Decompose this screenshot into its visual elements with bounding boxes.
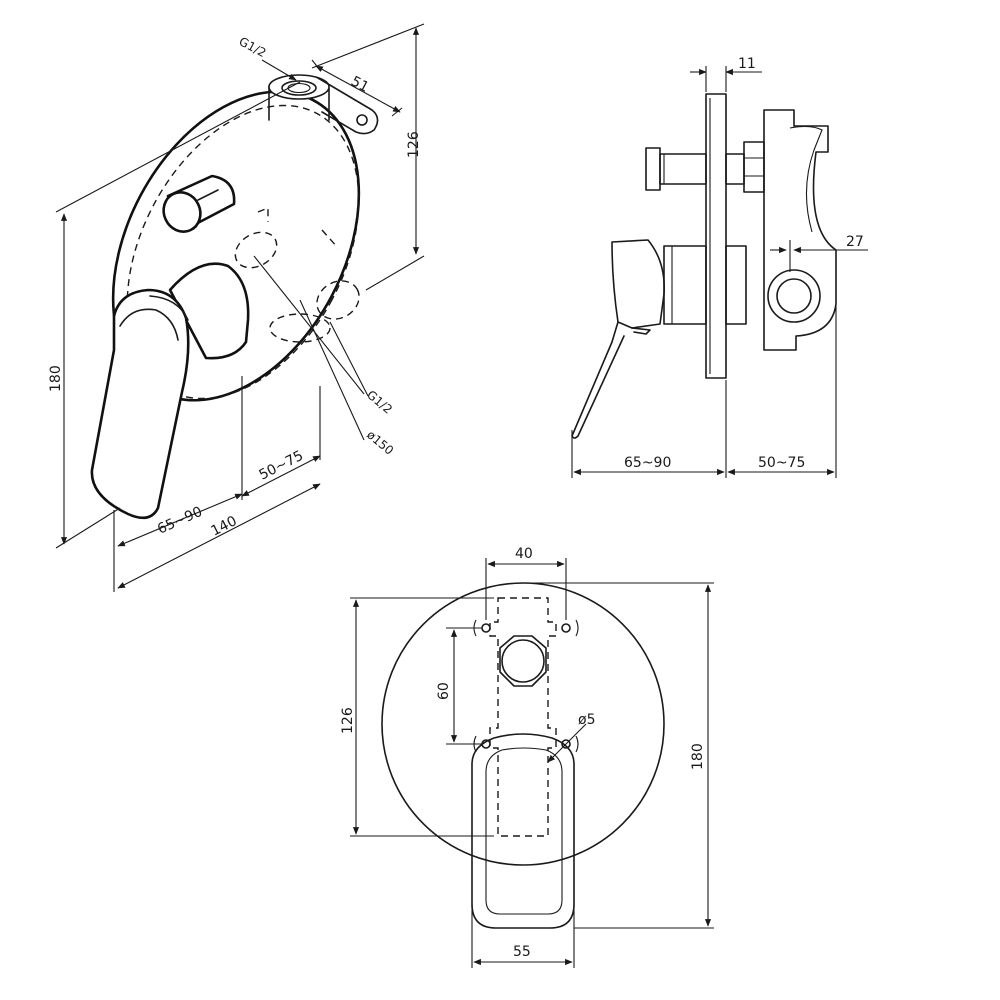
iso-dia-150-label: ø150: [364, 428, 396, 458]
side-dim-11-label: 11: [738, 56, 756, 72]
iso-dim-126: 126: [311, 23, 425, 291]
iso-lever-handle: [90, 262, 250, 520]
iso-dim-126-label: 126: [406, 131, 422, 158]
iso-dim-51-label: 51: [348, 73, 371, 95]
front-lever: [471, 733, 575, 929]
front-dim-180-label: 180: [690, 743, 706, 770]
front-dia-5-label: ø5: [578, 712, 595, 728]
front-valve-body-hidden: [489, 597, 557, 837]
front-dim-40: 40: [485, 546, 567, 620]
side-plate: [705, 93, 727, 379]
front-dim-55: 55: [471, 904, 575, 968]
iso-dim-65-90-label: 65~90: [155, 504, 205, 538]
iso-dim-50-75-label: 50~75: [257, 448, 306, 484]
iso-dim-51: 51: [311, 59, 403, 117]
iso-outlet-right: [316, 280, 360, 320]
front-escutcheon-plate: [381, 582, 665, 866]
front-dim-180: 180: [523, 582, 714, 929]
side-dim-11: 11: [690, 56, 762, 92]
iso-outlet-upper: [234, 231, 278, 269]
front-dim-126-label: 126: [340, 707, 356, 734]
iso-dim-180-label: 180: [48, 365, 64, 392]
iso-thread-top-label: G1/2: [237, 34, 269, 60]
front-dia-5: ø5: [547, 712, 595, 763]
iso-thread-side-label: G1/2: [364, 388, 395, 417]
side-dim-bottom: 65~90 50~75: [571, 306, 837, 478]
side-view: 11 27 65~90 50~75: [571, 56, 868, 478]
isometric-view: 126 51 G1/2 180 G1/2 ø150: [48, 23, 425, 592]
iso-dim-140-label: 140: [209, 513, 240, 539]
iso-outlet-lower: [269, 313, 331, 343]
side-dim-50-75-label: 50~75: [758, 455, 805, 471]
side-diverter-knob: [645, 147, 745, 191]
front-dim-55-label: 55: [513, 944, 531, 960]
iso-diverter-knob: [162, 174, 236, 233]
front-view: ø5 40 60 126 180: [340, 546, 714, 968]
side-dim-65-90-label: 65~90: [624, 455, 671, 471]
side-valve-body: [743, 109, 837, 351]
front-dim-40-label: 40: [515, 546, 533, 562]
front-dim-126: 126: [340, 597, 494, 837]
iso-dim-180: 180: [48, 81, 301, 549]
side-lever: [571, 239, 747, 439]
side-dim-27-label: 27: [846, 234, 864, 250]
iso-thread-top: G1/2: [237, 34, 297, 81]
front-dim-60-label: 60: [436, 682, 452, 700]
iso-inlet-pipe: [268, 74, 379, 135]
side-dim-27: 27: [770, 234, 868, 272]
front-diverter-knob: [499, 635, 547, 687]
front-dim-60: 60: [436, 627, 482, 745]
